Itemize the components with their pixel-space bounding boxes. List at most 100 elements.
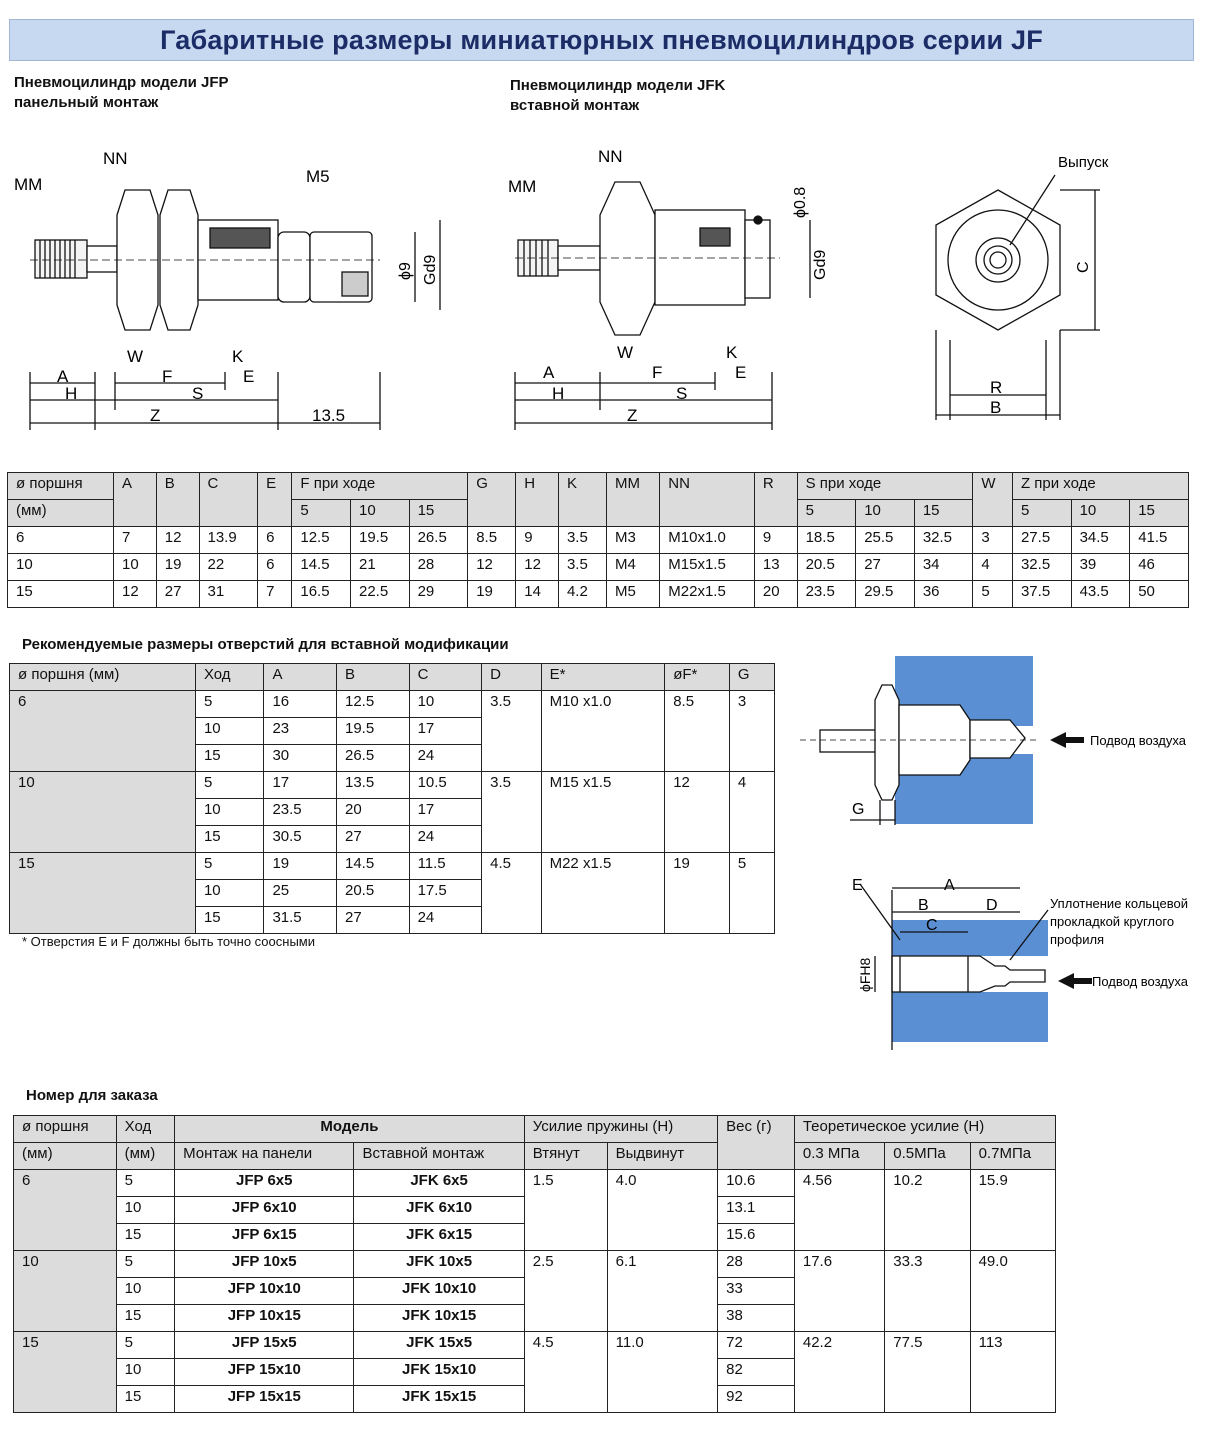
table-cell: 15: [115, 1385, 176, 1413]
table-cell: 28: [408, 553, 469, 581]
t1-head: C: [198, 472, 259, 527]
table-cell: 33.3: [884, 1250, 971, 1332]
t3-subhead: Вставной монтаж: [353, 1142, 525, 1170]
model-cell: JFP 15x15: [174, 1385, 355, 1413]
table-cell: 20: [336, 798, 410, 826]
t1-subhead: 5: [1011, 499, 1072, 527]
table-cell: 3.5: [481, 771, 542, 853]
table-cell: 8.5: [467, 526, 517, 554]
model-cell: JFK 10x5: [353, 1250, 525, 1278]
bore-cell: 10: [13, 1250, 117, 1332]
table-cell: 15: [194, 825, 265, 853]
table-cell: 2.5: [523, 1250, 608, 1332]
table-cell: 10: [115, 1358, 176, 1386]
table-cell: 50: [1129, 580, 1189, 608]
t1-subhead: 10: [349, 499, 410, 527]
table-cell: 13.1: [717, 1196, 795, 1224]
table-cell: 20.5: [336, 879, 410, 907]
hex-label-vypusk: Выпуск: [1058, 154, 1109, 171]
table-cell: 30.5: [263, 825, 337, 853]
table-cell: 14.5: [336, 852, 410, 880]
model-cell: JFP 10x5: [174, 1250, 355, 1278]
t3-head: Усилие пружины (Н): [523, 1115, 719, 1143]
t1-subhead: 5: [796, 499, 857, 527]
table-cell: 5: [728, 852, 776, 934]
t1-head: S при ходе: [796, 472, 974, 500]
jfk-label-gd9: Gd9: [812, 250, 829, 280]
model-cell: JFK 10x10: [353, 1277, 525, 1305]
table-cell: M10x1.0: [659, 526, 755, 554]
model-cell: JFP 6x15: [174, 1223, 355, 1251]
table-cell: 12: [113, 580, 157, 608]
table-cell: 14: [515, 580, 559, 608]
table-cell: 4: [972, 553, 1013, 581]
jfk-caption-line1: Пневмоцилиндр модели JFK: [510, 77, 726, 94]
t3-head: ø поршня: [13, 1115, 117, 1143]
table-cell: 5: [115, 1331, 176, 1359]
table-cell: M10 x1.0: [540, 690, 666, 772]
table-cell: 26.5: [408, 526, 469, 554]
table-cell: 4: [728, 771, 776, 853]
table-cell: 11.5: [408, 852, 483, 880]
table-cell: 13: [753, 553, 798, 581]
table-cell: 28: [717, 1250, 795, 1278]
table-cell: 13.9: [198, 526, 259, 554]
t1-subhead: 15: [913, 499, 974, 527]
install2-label-e: E: [852, 877, 863, 894]
jfk-label-h: H: [552, 384, 564, 403]
install2-label-b: B: [918, 897, 929, 914]
table-cell: 31.5: [263, 906, 337, 934]
table-cell: 19: [155, 553, 200, 581]
jfk-nut: [599, 181, 656, 336]
table-cell: 24: [408, 744, 483, 772]
table-cell: 82: [717, 1358, 795, 1386]
jfk-label-w: W: [617, 343, 633, 362]
install2-air-label: Подвод воздуха: [1092, 974, 1189, 989]
jfp-label-e: E: [243, 367, 254, 386]
t1-head: E: [257, 472, 293, 527]
page-title: Габаритные размеры миниатюрных пневмоцил…: [160, 24, 1043, 55]
table-cell: 6: [257, 526, 293, 554]
jfk-label-mm: MM: [508, 177, 536, 196]
t1-head: W: [972, 472, 1013, 527]
table-cell: 25: [263, 879, 337, 907]
table-cell: 24: [408, 825, 483, 853]
table-cell: 113: [969, 1331, 1057, 1413]
t3-subhead: 0.3 МПа: [793, 1142, 886, 1170]
t2-head: D: [481, 663, 542, 691]
table-cell: 72: [717, 1331, 795, 1359]
t3-subhead: Монтаж на панели: [174, 1142, 355, 1170]
table-cell: 10.6: [717, 1169, 795, 1197]
t1-head: NN: [659, 472, 755, 527]
table-cell: 25.5: [855, 526, 915, 554]
table-cell: 14.5: [291, 553, 351, 581]
table-cell: 34: [913, 553, 974, 581]
table-cell: 17: [408, 717, 483, 745]
jfk-label-s: S: [676, 384, 687, 403]
table-cell: 12.5: [336, 690, 410, 718]
jfk-label-a: A: [543, 363, 555, 382]
table-cell: 17: [408, 798, 483, 826]
table-cell: 19.5: [336, 717, 410, 745]
install2-label-fh8: ϕFH8: [857, 957, 873, 992]
table-cell: 16.5: [291, 580, 351, 608]
table-cell: 15.6: [717, 1223, 795, 1251]
install1-air-label: Подвод воздуха: [1090, 733, 1187, 748]
table-cell: 13.5: [336, 771, 410, 799]
t2-head: ø поршня (мм): [9, 663, 196, 691]
table-cell: 92: [717, 1385, 795, 1413]
table-cell: 23: [263, 717, 337, 745]
